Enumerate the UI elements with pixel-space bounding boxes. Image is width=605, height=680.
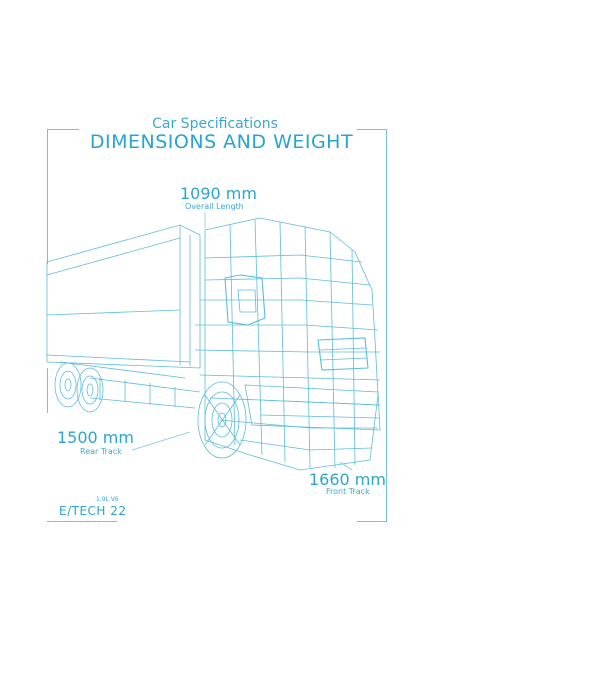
front-wheel	[197, 381, 247, 459]
frame-top-left-h	[47, 129, 79, 130]
trailer-wheels	[54, 362, 104, 413]
trailer	[46, 224, 201, 409]
frame-left-upper	[47, 129, 48, 264]
cab	[194, 217, 381, 471]
page-title: DIMENSIONS AND WEIGHT	[89, 131, 354, 153]
frame-bottom-right-h	[357, 521, 387, 522]
rear-track-value: 1500 mm	[57, 428, 134, 447]
rear-track-label: Rear Track	[80, 447, 122, 456]
overall-length-value: 1090 mm	[180, 184, 257, 203]
frame-bottom-left-h	[47, 521, 117, 522]
page-subtitle: Car Specifications	[152, 116, 278, 132]
frame-left-lower	[47, 368, 48, 413]
frame-right	[386, 129, 387, 522]
front-track-leader	[339, 461, 353, 471]
frame-top-right-h	[357, 129, 387, 130]
front-track-value: 1660 mm	[309, 470, 386, 489]
brand-logo: E/TECH 22	[59, 504, 127, 518]
front-track-label: Front Track	[326, 487, 370, 496]
engine-spec: 1.9L V6	[96, 496, 119, 503]
overall-length-label: Overall Length	[185, 202, 244, 211]
rear-track-leader	[131, 431, 191, 451]
